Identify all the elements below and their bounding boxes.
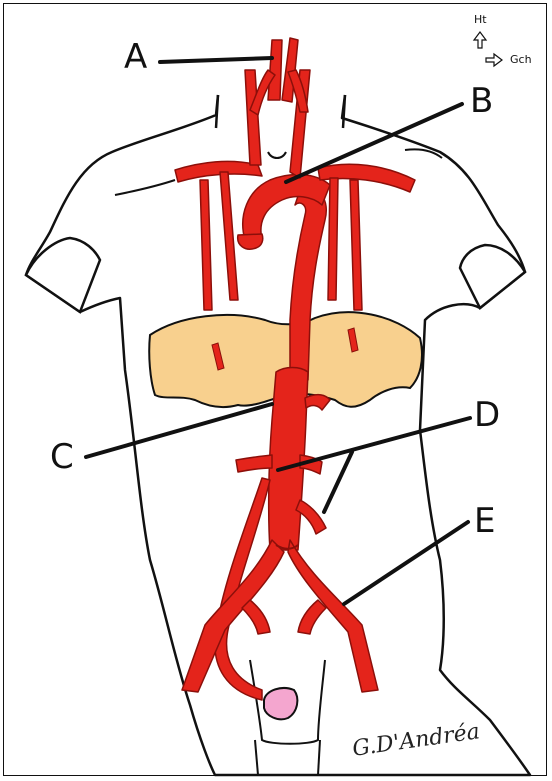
- axillary-artery-left: [328, 178, 338, 300]
- orientation-up-label: Ht: [474, 14, 487, 25]
- leader-line-a: [160, 58, 272, 62]
- orientation-arrows: [474, 32, 502, 66]
- label-b: B: [470, 84, 493, 118]
- label-d: D: [474, 398, 500, 432]
- label-a: A: [124, 40, 147, 74]
- up-arrow-icon: [474, 32, 486, 48]
- scrotum: [264, 688, 297, 719]
- left-arrow-icon: [486, 54, 502, 66]
- label-c: C: [50, 440, 74, 474]
- orientation-left-label: Gch: [510, 54, 532, 65]
- label-e: E: [474, 504, 495, 538]
- carotid-branch-a: [268, 40, 282, 100]
- ascending-aorta: [238, 234, 263, 249]
